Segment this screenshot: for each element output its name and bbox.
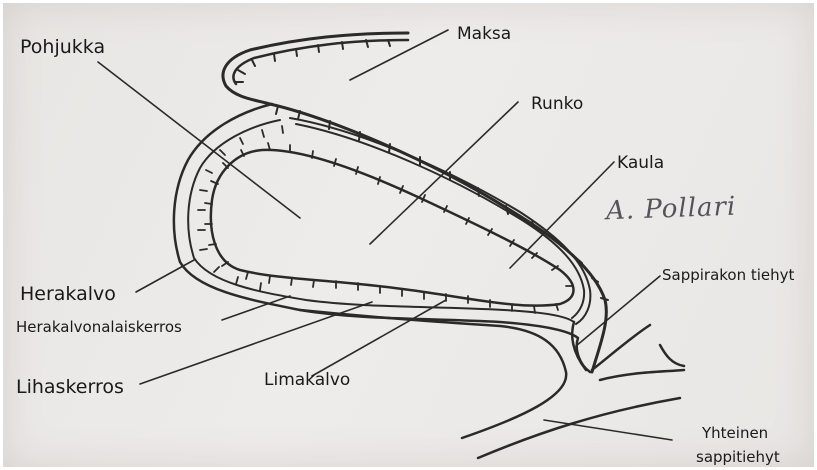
label-runko: Runko (531, 96, 583, 113)
common-duct-upper (600, 370, 684, 380)
label-herakalvonalaiskerros: Herakalvonalaiskerros (16, 320, 182, 335)
label-yhteinen: Yhteinen (702, 426, 768, 441)
leader-lines (98, 30, 672, 440)
handwritten-signature: A. Pollari (606, 192, 737, 227)
subserosa-line (296, 124, 584, 318)
label-maksa: Maksa (457, 26, 511, 43)
leader-maksa (350, 30, 448, 80)
leader-yhteinen (544, 420, 672, 440)
leader-herakalvo (136, 260, 194, 292)
common-bile-duct-lower (478, 398, 680, 458)
label-lihaskerros: Lihaskerros (16, 378, 124, 397)
serosa-inner-line (290, 118, 590, 324)
mucosa-lumen-outline (211, 150, 574, 306)
label-kaula: Kaula (617, 155, 664, 172)
label-sappitiehyt: sappitiehyt (696, 450, 780, 465)
leader-pohjukka (98, 62, 300, 218)
label-herakalvo: Herakalvo (20, 285, 116, 304)
label-pohjukka: Pohjukka (20, 38, 105, 57)
hepatic-duct-right (660, 345, 684, 366)
leader-runko (370, 102, 518, 244)
leader-limakalvo (312, 300, 446, 376)
label-limakalvo: Limakalvo (264, 372, 350, 389)
label-sappirakon-tiehyt: Sappirakon tiehyt (662, 268, 794, 283)
liver-hatch-marks (236, 40, 608, 300)
cystic-duct-line (572, 322, 586, 370)
